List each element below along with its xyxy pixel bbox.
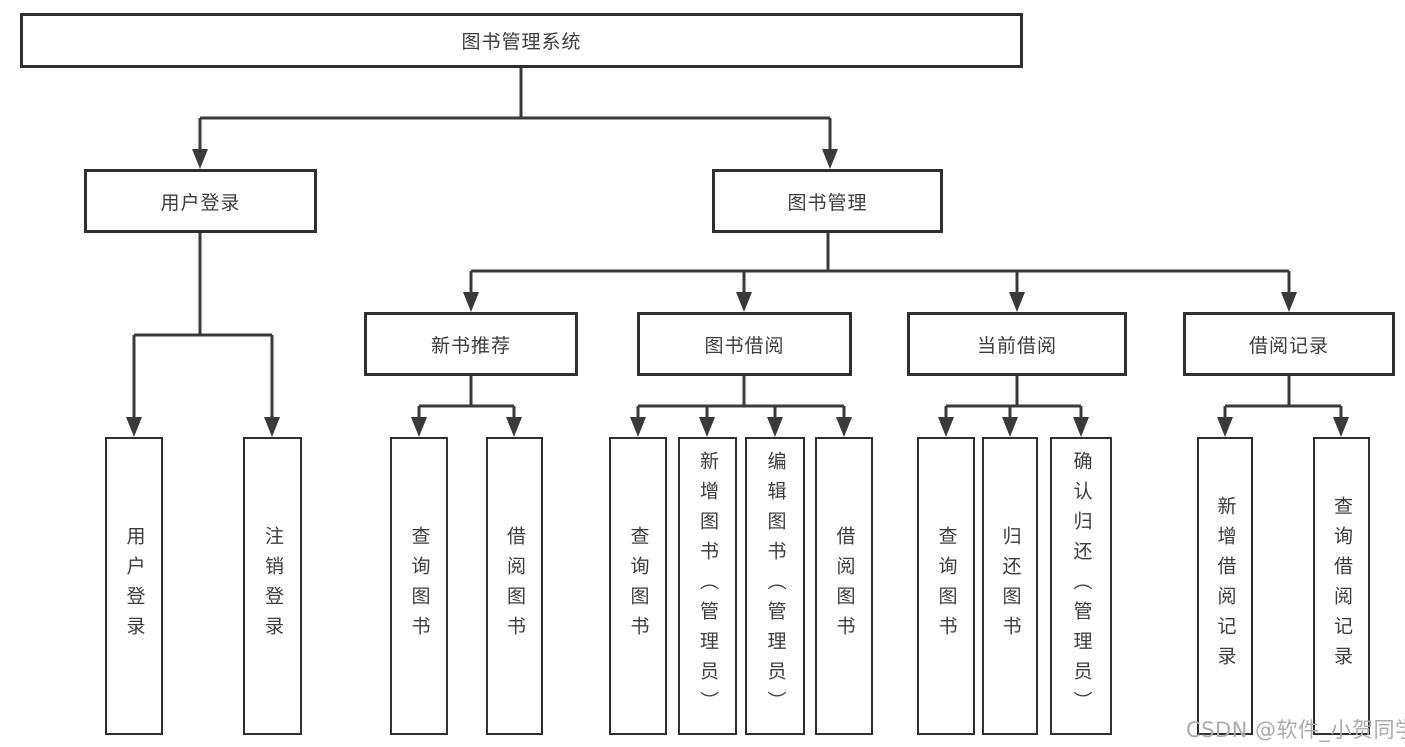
leaf-confirm-return-admin: 确认归还（管理员）: [1050, 437, 1112, 735]
node-book-management: 图书管理: [712, 169, 943, 233]
leaf-query-borrow-record: 查询借阅记录: [1313, 437, 1370, 735]
leaf-logout: 注销登录: [243, 437, 302, 735]
leaf-query-books-recommend: 查询图书: [390, 437, 448, 735]
node-current-borrowing: 当前借阅: [907, 312, 1127, 376]
leaf-add-books-admin: 新增图书（管理员）: [678, 437, 737, 735]
leaf-return-books: 归还图书: [982, 437, 1038, 735]
node-user-login: 用户登录: [84, 169, 317, 233]
node-new-book-recommendation: 新书推荐: [364, 312, 578, 376]
leaf-borrow-books: 借阅图书: [815, 437, 873, 735]
leaf-edit-books-admin: 编辑图书（管理员）: [745, 437, 805, 735]
node-borrowing-records: 借阅记录: [1183, 312, 1395, 376]
leaf-query-books-current: 查询图书: [917, 437, 975, 735]
csdn-watermark: CSDN @软件_小贺同学: [1186, 718, 1405, 742]
leaf-user-login: 用户登录: [105, 437, 163, 735]
node-book-borrowing: 图书借阅: [637, 312, 852, 376]
node-library-management-system: 图书管理系统: [20, 13, 1023, 68]
leaf-query-books-borrow: 查询图书: [609, 437, 667, 735]
leaf-borrow-books-recommend: 借阅图书: [486, 437, 543, 735]
leaf-add-borrow-record: 新增借阅记录: [1197, 437, 1253, 735]
